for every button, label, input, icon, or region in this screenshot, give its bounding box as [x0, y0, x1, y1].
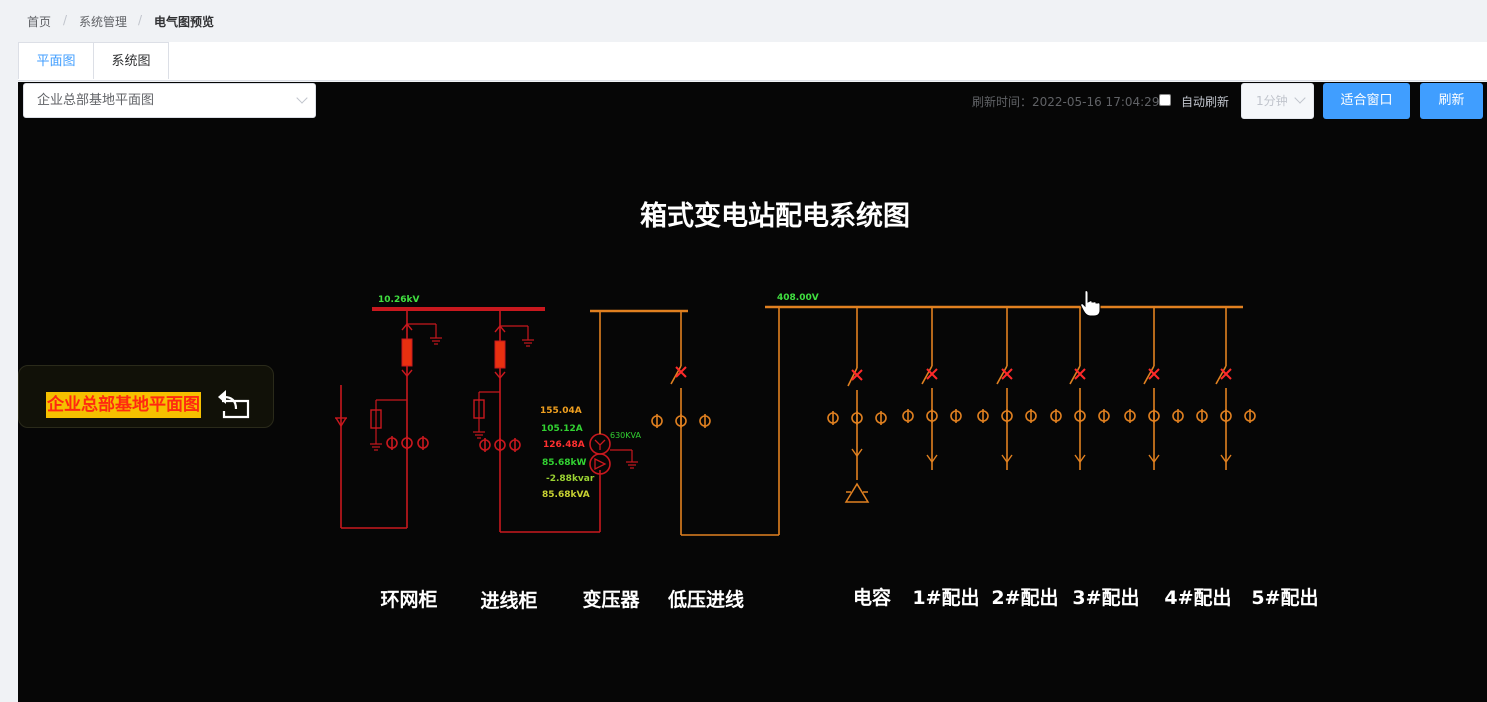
breadcrumb-current: 电气图预览: [154, 15, 215, 29]
back-icon[interactable]: [216, 387, 252, 419]
refresh-button[interactable]: 刷新: [1420, 83, 1483, 119]
interval-select[interactable]: 1分钟: [1241, 83, 1314, 119]
plan-select[interactable]: 企业总部基地平面图: [23, 83, 316, 118]
breadcrumb-home[interactable]: 首页: [27, 15, 52, 29]
auto-refresh-label[interactable]: 自动刷新: [1181, 95, 1230, 109]
auto-refresh-checkbox[interactable]: [1159, 94, 1171, 106]
chevron-down-icon: [296, 92, 308, 104]
breadcrumb: 首页 / 系统管理 / 电气图预览: [0, 0, 1487, 42]
tab-plan[interactable]: 平面图: [18, 42, 94, 79]
refresh-time: 刷新时间：2022-05-16 17:04:29: [972, 95, 1160, 109]
floating-plan-label[interactable]: 企业总部基地平面图: [46, 392, 201, 418]
breadcrumb-separator: /: [63, 13, 68, 27]
tab-system[interactable]: 系统图: [93, 42, 169, 79]
interval-select-value: 1分钟: [1256, 94, 1288, 108]
chevron-down-icon: [1294, 92, 1306, 104]
breadcrumb-system-management[interactable]: 系统管理: [79, 15, 128, 29]
view-tabs: 平面图 系统图: [18, 42, 1487, 81]
fit-window-button[interactable]: 适合窗口: [1323, 83, 1410, 119]
plan-select-value: 企业总部基地平面图: [37, 93, 155, 108]
breadcrumb-separator: /: [138, 13, 143, 27]
